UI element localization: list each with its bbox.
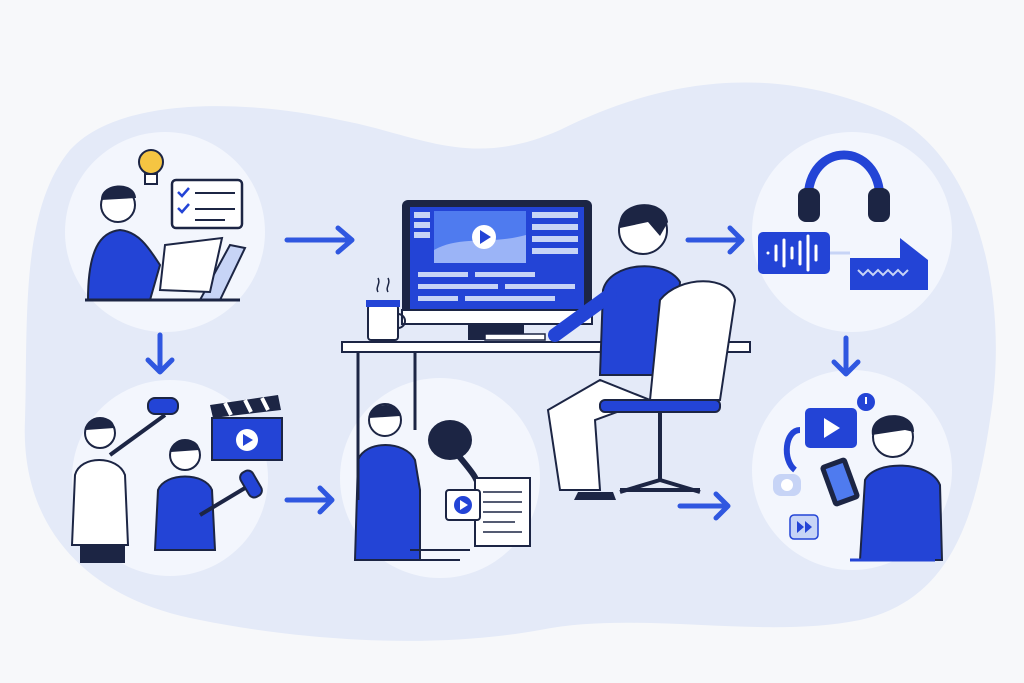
person-body [858, 464, 944, 561]
person-body [153, 475, 217, 551]
editing-desk-scene [341, 200, 751, 500]
desk [341, 341, 751, 353]
checklist-icon [170, 178, 244, 230]
arrow-right-icon [284, 225, 355, 255]
fast-forward-icon [789, 514, 819, 540]
stage-circle-planning [65, 132, 265, 332]
person-body [353, 444, 421, 561]
publishing-scene [773, 393, 944, 562]
boom-mic-icon [108, 397, 179, 457]
audio-scene [758, 150, 928, 290]
audio-track-icon [850, 238, 928, 290]
document-icon [158, 236, 224, 294]
filming-scene [70, 395, 283, 563]
lightbulb-icon [138, 149, 164, 185]
headphones-icon [798, 150, 890, 222]
assets-scene [353, 403, 531, 561]
arrow-down-icon [831, 335, 861, 377]
office-chair-icon [599, 280, 737, 494]
video-file-icon [445, 489, 481, 521]
microphone-icon [198, 469, 263, 517]
video-player-icon [805, 408, 857, 448]
arrow-right-icon [677, 491, 731, 521]
clapperboard-icon [210, 395, 283, 461]
arrow-right-icon [284, 485, 335, 515]
smartphone-icon [820, 457, 860, 507]
monitor-icon [401, 200, 593, 340]
arrow-right-icon [685, 225, 745, 255]
coffee-cup-icon [366, 277, 406, 341]
person-body [70, 459, 130, 546]
person-body [86, 228, 162, 301]
comment-icon [857, 393, 875, 411]
planning-scene [85, 149, 247, 302]
arrow-down-icon [145, 332, 175, 375]
document-icon [474, 477, 531, 547]
live-icon [773, 474, 801, 496]
waveform-icon [758, 232, 830, 274]
